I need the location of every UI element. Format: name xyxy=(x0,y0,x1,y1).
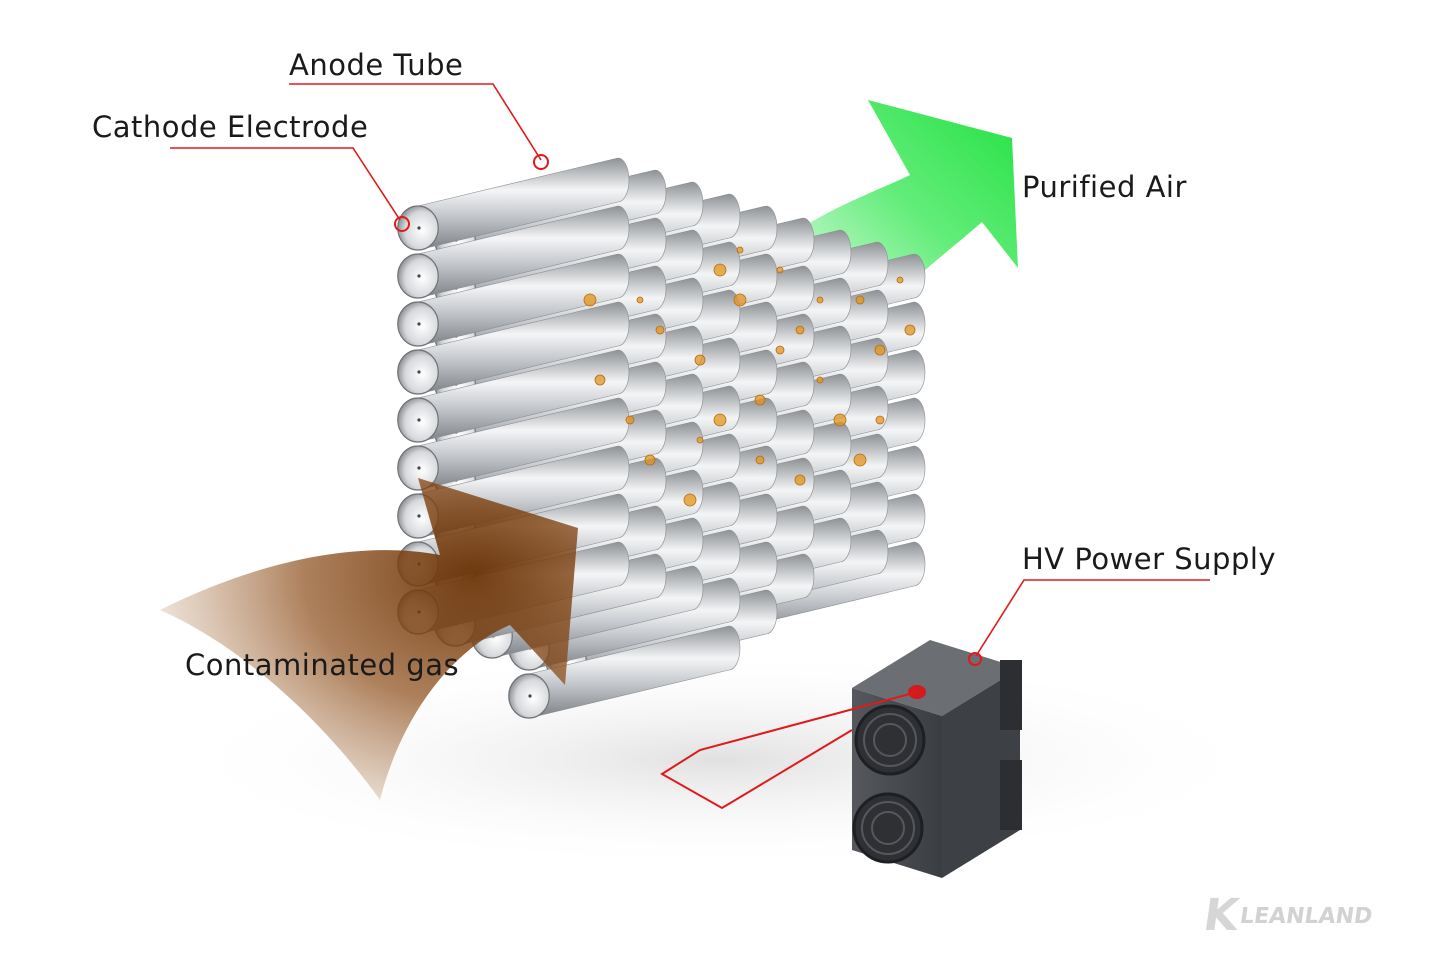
purified-air-label: Purified Air xyxy=(1022,170,1187,204)
dust-particle xyxy=(683,493,697,507)
cathode-wire xyxy=(417,514,421,518)
contaminated-gas-label: Contaminated gas xyxy=(185,648,460,682)
cathode-leader xyxy=(170,147,401,221)
dust-particle xyxy=(636,296,644,304)
cathode-wire xyxy=(417,418,421,422)
dust-particle xyxy=(754,394,766,406)
anode-tube xyxy=(417,157,630,251)
cathode-wire xyxy=(417,226,421,230)
dust-particle xyxy=(733,293,747,307)
cathode-wire xyxy=(417,466,421,470)
dust-particle xyxy=(713,263,727,277)
anode-tube xyxy=(417,301,630,395)
dust-particle xyxy=(583,293,597,307)
dust-particle xyxy=(655,325,665,335)
hv-power-supply-label: HV Power Supply xyxy=(1022,542,1277,576)
anode-tube-label: Anode Tube xyxy=(289,48,464,82)
anode-leader xyxy=(289,83,542,161)
dust-particle xyxy=(896,276,904,284)
anode-tube xyxy=(417,205,630,299)
dust-particle xyxy=(816,296,824,304)
cathode-electrode-label: Cathode Electrode xyxy=(92,110,369,144)
dust-particle xyxy=(816,376,824,384)
dust-particle xyxy=(855,295,865,305)
dust-particle xyxy=(736,246,744,254)
dust-particle xyxy=(696,436,704,444)
kleanland-logo: K LEANLAND xyxy=(1200,890,1375,941)
hv-power-supply-unit xyxy=(852,640,1022,878)
hv-wire xyxy=(660,691,918,810)
anode-tube xyxy=(417,349,630,443)
dust-particle xyxy=(713,413,727,427)
dust-particle xyxy=(644,454,656,466)
dust-particle xyxy=(833,413,847,427)
dust-particle xyxy=(694,354,706,366)
fan-icon xyxy=(852,792,924,864)
cathode-wire xyxy=(417,322,421,326)
dust-particle xyxy=(875,415,885,425)
dust-particle xyxy=(775,345,785,355)
dust-particle xyxy=(755,455,765,465)
cathode-wire xyxy=(417,370,421,374)
anode-tube-bundle xyxy=(397,157,926,719)
dust-particle xyxy=(853,453,867,467)
dust-particle xyxy=(874,344,886,356)
anode-tube xyxy=(528,625,741,719)
dust-particle xyxy=(795,325,805,335)
fan-icon xyxy=(854,704,926,776)
logo-letter: K xyxy=(1200,890,1242,941)
dust-particle xyxy=(594,374,606,386)
leader-lines xyxy=(170,83,1210,810)
contaminated-gas-arrow xyxy=(160,478,578,800)
dust-particle xyxy=(776,266,784,274)
dust-particle xyxy=(794,474,806,486)
cathode-wire xyxy=(528,694,532,698)
logo-text: LEANLAND xyxy=(1238,903,1375,929)
cathode-wire xyxy=(417,274,421,278)
anode-tube xyxy=(417,253,630,347)
hv-leader xyxy=(975,579,1210,657)
dust-particle xyxy=(904,324,916,336)
dust-particle xyxy=(625,415,635,425)
